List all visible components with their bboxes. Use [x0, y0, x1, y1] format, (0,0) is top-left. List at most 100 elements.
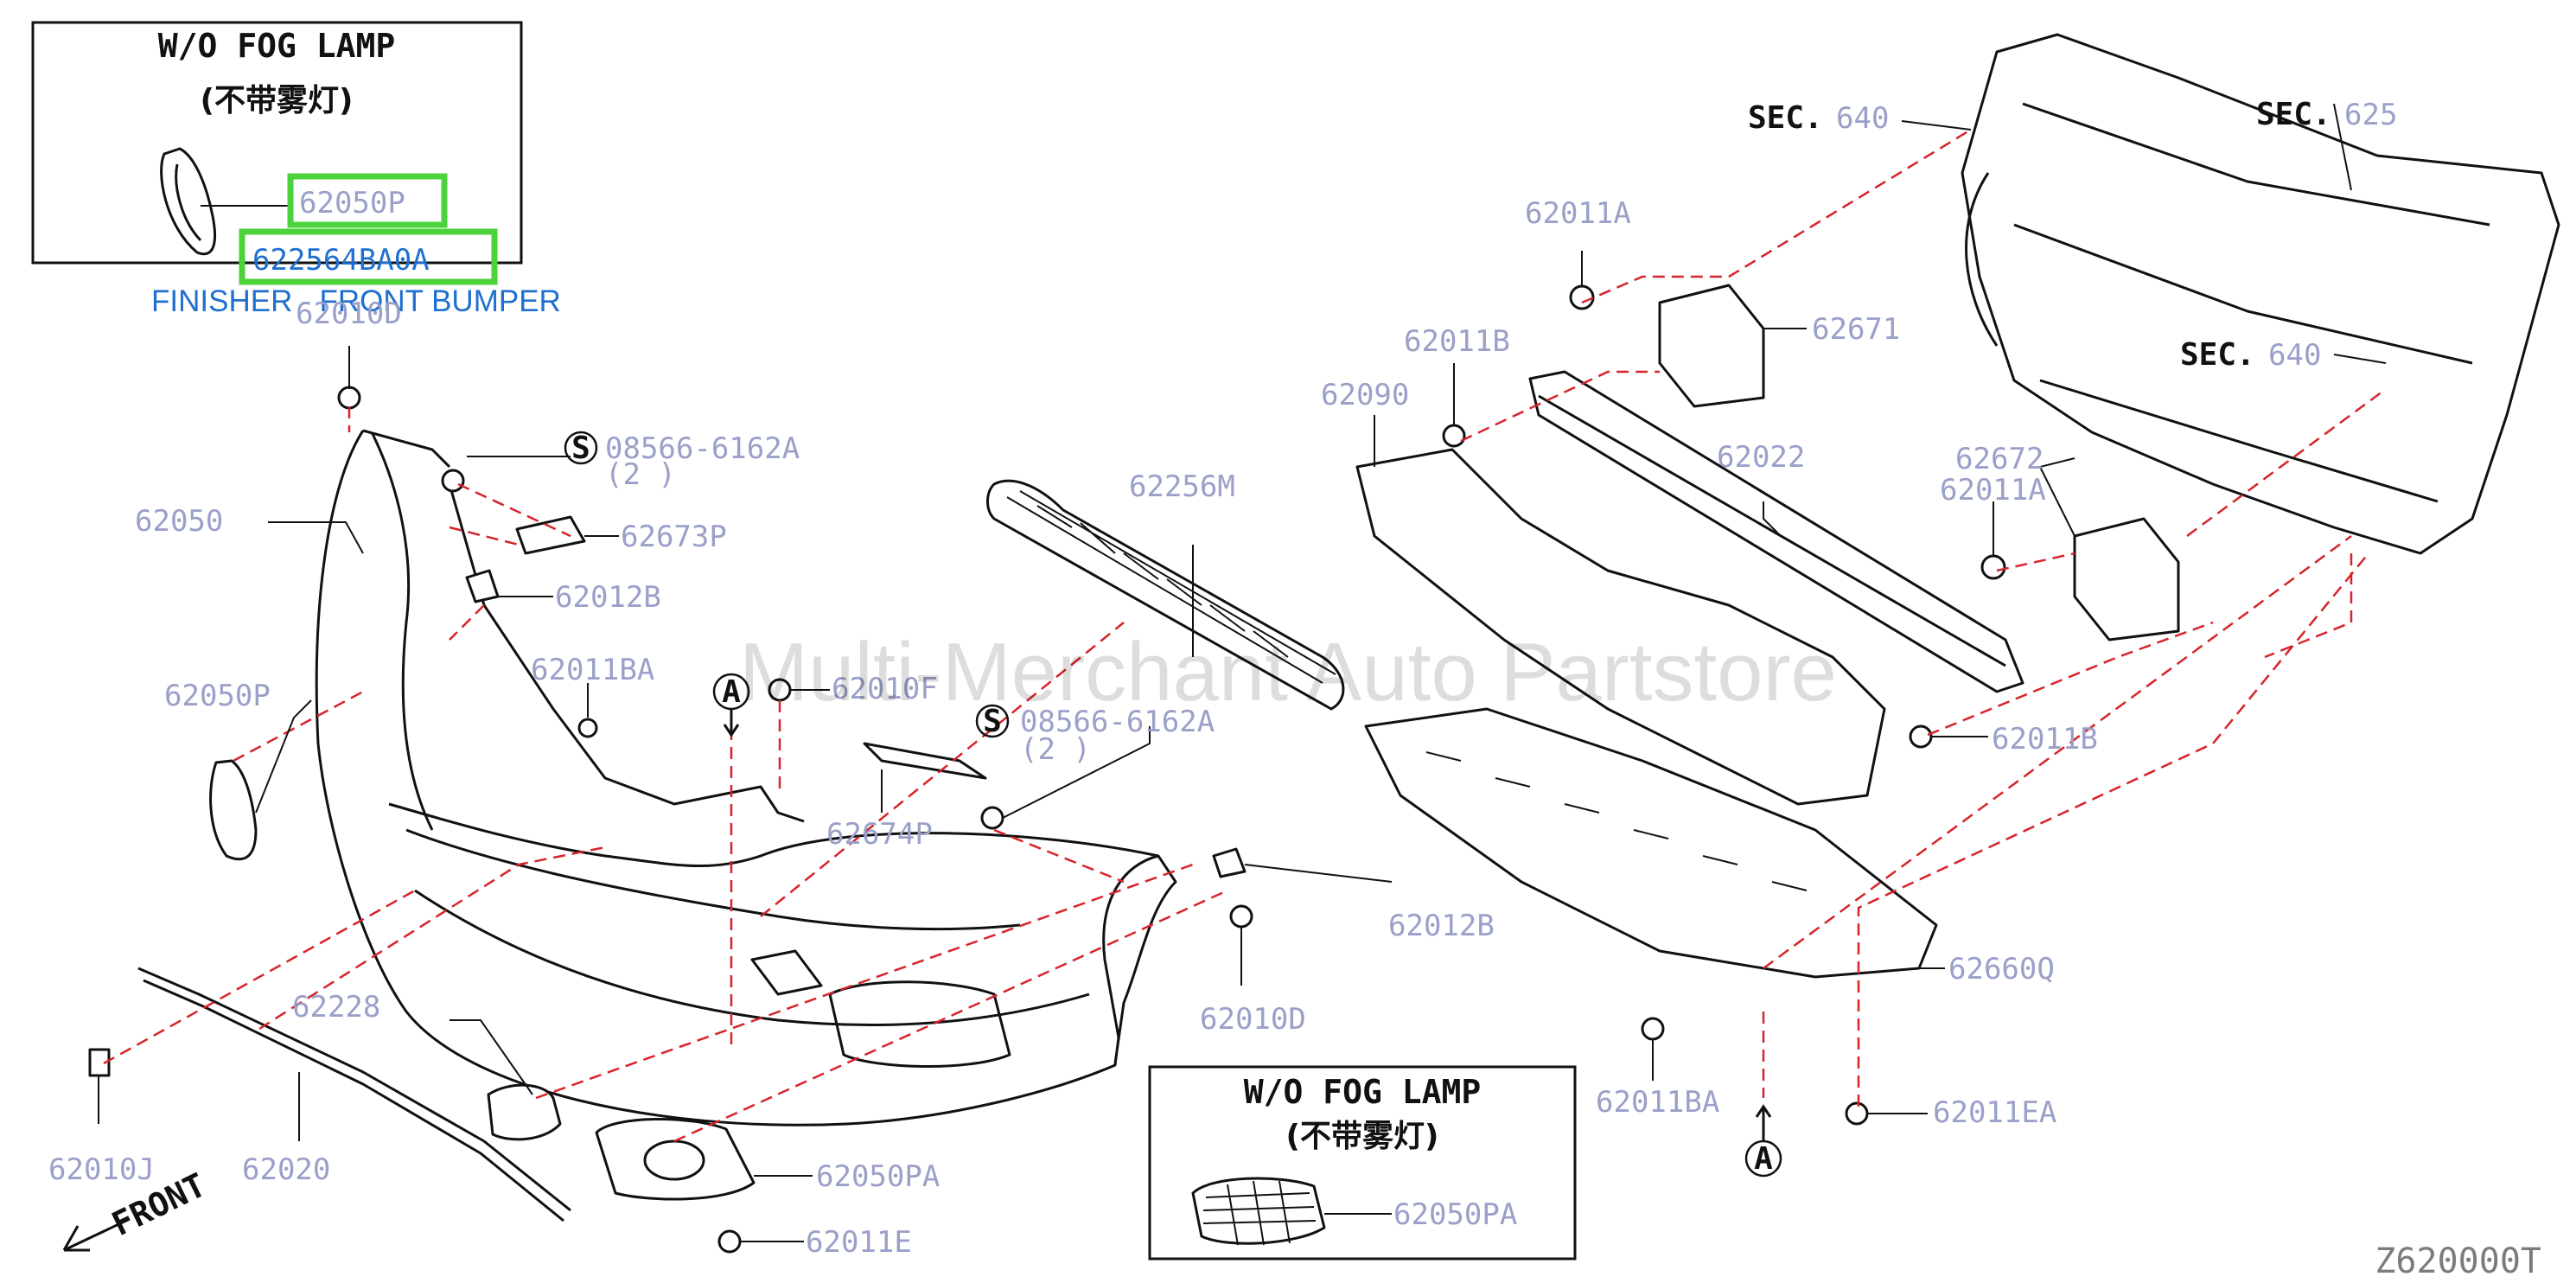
label-08566-a-qty: (2 )	[605, 457, 676, 492]
callout-A-top-arrow	[723, 709, 740, 737]
lower-molding-62020	[137, 967, 571, 1212]
inset-box-bottom-title: W/O FOG LAMP	[1244, 1073, 1482, 1111]
fog-cover-62050P-drawing	[209, 759, 258, 861]
label-62660Q[interactable]: 62660Q	[1948, 952, 2055, 986]
label-62011B-b[interactable]: 62011B	[1992, 722, 2098, 756]
inset-box-bottom	[1148, 1065, 1577, 1261]
reinforcement-62022-edge	[1538, 394, 2006, 667]
finisher-caption: FINISHER - FRONT BUMPER	[151, 284, 561, 318]
callout-A-bottom-text: A	[1754, 1141, 1773, 1177]
inset-box-top-subtitle: (不带雾灯)	[201, 83, 354, 118]
highlight-622564BA0A-label[interactable]: 622564BA0A	[252, 243, 430, 278]
fog-lamp-opening	[828, 980, 1011, 1069]
bracket-62673P	[515, 515, 586, 555]
bolt-62011A-a	[1569, 284, 1595, 310]
label-62011BA-b[interactable]: 62011BA	[1596, 1085, 1719, 1120]
screw-08566-a	[441, 469, 465, 493]
label-62256M[interactable]: 62256M	[1129, 469, 1235, 504]
bumper-side-contour	[370, 431, 434, 831]
label-62050P[interactable]: 62050P	[164, 679, 271, 713]
label-62011E[interactable]: 62011E	[806, 1225, 912, 1260]
sec-label-640-bottom-prefix: SEC.	[2180, 337, 2255, 373]
highlight-box-622564BA0A	[239, 228, 498, 285]
bolt-62010D-b	[1229, 904, 1253, 929]
sec-label-640-top-number[interactable]: 640	[1836, 101, 1889, 136]
lower-molding-62020-edge	[143, 979, 564, 1222]
radiator-core-support-side	[1965, 172, 1999, 347]
label-62011A-a[interactable]: 62011A	[1525, 196, 1631, 231]
label-62020[interactable]: 62020	[242, 1152, 330, 1187]
bumper-small-recess	[750, 949, 823, 996]
inset-box-top-title: W/O FOG LAMP	[158, 27, 396, 65]
s-symbol-a-text: S	[571, 431, 590, 466]
label-62010D-b[interactable]: 62010D	[1200, 1002, 1306, 1037]
label-62012B-a[interactable]: 62012B	[555, 580, 661, 615]
label-62228[interactable]: 62228	[292, 990, 380, 1024]
sec-label-625-prefix: SEC.	[2256, 97, 2331, 132]
bracket-62672	[2073, 517, 2180, 642]
label-62050PA[interactable]: 62050PA	[816, 1159, 940, 1194]
label-62674P[interactable]: 62674P	[826, 817, 933, 852]
clip-62011EA	[1845, 1101, 1869, 1126]
highlight-62050P-label[interactable]: 62050P	[299, 186, 405, 220]
screw-08566-b	[980, 806, 1004, 830]
label-62010F[interactable]: 62010F	[832, 672, 938, 706]
label-08566-b[interactable]: 08566-6162A	[1020, 705, 1215, 739]
sec-label-625-number[interactable]: 625	[2344, 98, 2397, 132]
clip-62012B-b	[1212, 847, 1247, 878]
label-62011B-a[interactable]: 62011B	[1404, 324, 1510, 359]
fog-cover-inset-detail	[175, 163, 202, 242]
fog-cover-inset-drawing	[160, 147, 216, 256]
nut-62011B-b	[1909, 724, 1933, 749]
nut-62011BA-a	[577, 718, 598, 738]
label-62050[interactable]: 62050	[135, 504, 223, 539]
label-08566-b-qty: (2 )	[1020, 732, 1091, 767]
label-62673P[interactable]: 62673P	[621, 520, 727, 554]
callout-A-top-text: A	[722, 674, 741, 710]
diagram-code: Z620000T	[2375, 1242, 2541, 1281]
bracket-62674P	[863, 742, 987, 780]
front-bumper-shell	[315, 430, 1177, 1127]
inset-box-top	[31, 21, 523, 265]
sec-label-640-bottom-number[interactable]: 640	[2268, 338, 2321, 373]
s-symbol-b	[975, 704, 1010, 738]
s-symbol-a	[564, 431, 598, 465]
bumper-lower-contour	[405, 828, 1021, 931]
label-62022[interactable]: 62022	[1717, 440, 1805, 475]
label-62011A-b[interactable]: 62011A	[1940, 473, 2046, 507]
label-62010J[interactable]: 62010J	[48, 1152, 155, 1187]
watermark-text: Multi-Merchant Auto Partstore	[739, 626, 1837, 718]
sec-label-640-top-prefix: SEC.	[1748, 100, 1823, 136]
label-62012B-b[interactable]: 62012B	[1388, 909, 1495, 943]
label-62050PA-box[interactable]: 62050PA	[1393, 1197, 1517, 1232]
assembly-dash-lines	[103, 128, 2387, 1143]
leader-lines	[98, 103, 2387, 1242]
bumper-inner-bracket	[448, 483, 805, 823]
front-arrow-icon	[62, 1217, 131, 1252]
fog-grille-inset-mesh	[1202, 1180, 1317, 1246]
label-62090[interactable]: 62090	[1321, 378, 1409, 412]
radiator-core-support-ribs	[2013, 102, 2490, 503]
bolt-62010D-top	[337, 386, 361, 410]
label-62672[interactable]: 62672	[1955, 442, 2044, 476]
fog-bezel-62050PA-drawing	[595, 1117, 756, 1201]
label-62011BA-a[interactable]: 62011BA	[531, 653, 654, 687]
label-08566-a[interactable]: 08566-6162A	[605, 431, 800, 466]
clip-62011E	[717, 1229, 742, 1254]
bumper-top-edge	[362, 429, 451, 469]
nut-62011B-a	[1442, 424, 1466, 448]
label-62010D-top[interactable]: 62010D	[296, 297, 402, 331]
tow-hook-cover-62228	[487, 1083, 562, 1141]
label-62011EA[interactable]: 62011EA	[1933, 1095, 2056, 1130]
energy-absorber-62090	[1355, 448, 1886, 806]
radiator-core-support	[1961, 33, 2560, 555]
nut-62011BA-b	[1641, 1017, 1665, 1041]
inset-box-bottom-subtitle: (不带雾灯)	[1286, 1119, 1439, 1154]
label-62671[interactable]: 62671	[1812, 312, 1900, 347]
bracket-62671	[1658, 284, 1765, 408]
callout-A-bottom-arrow	[1755, 1104, 1772, 1141]
bolt-62011A-b	[1980, 554, 2006, 580]
highlight-box-62050P	[287, 173, 448, 228]
s-symbol-b-text: S	[983, 704, 1002, 739]
